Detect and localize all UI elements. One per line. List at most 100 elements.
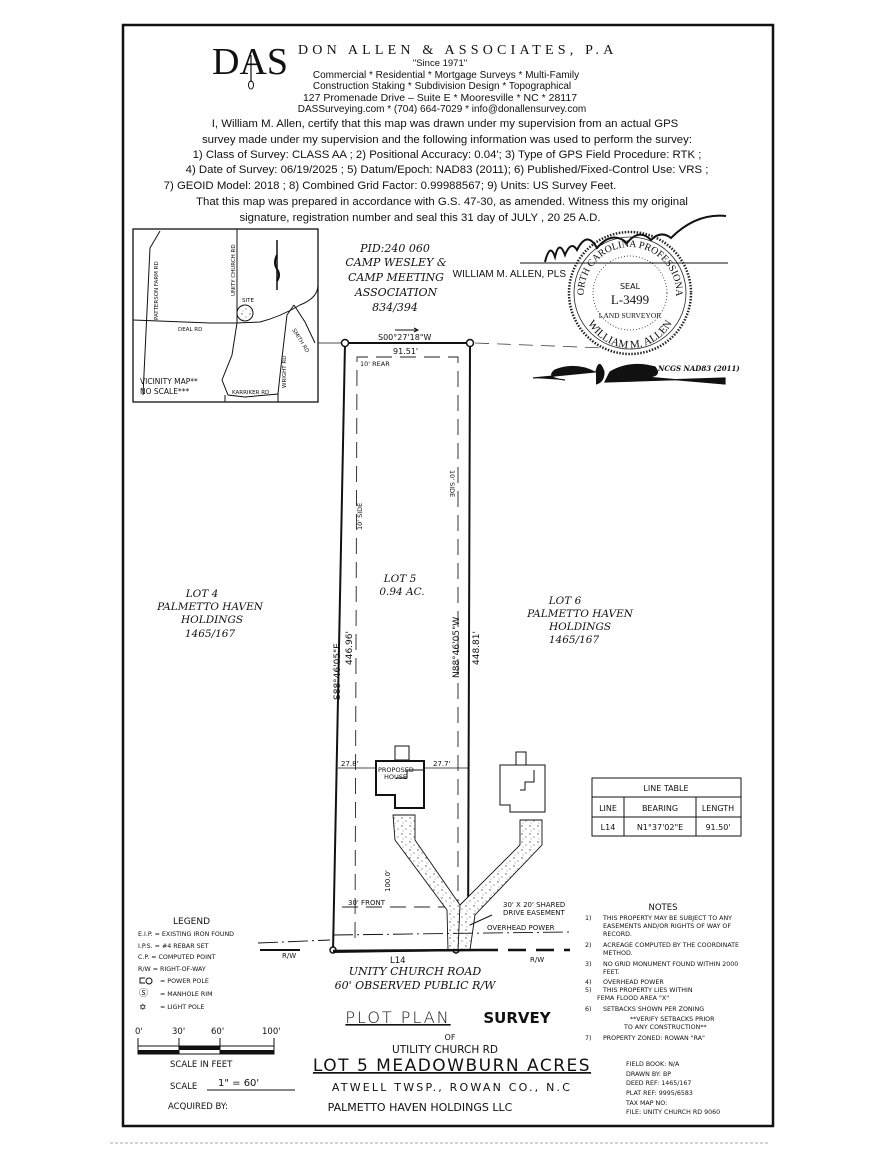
light-pole-icon: ✡ xyxy=(139,1003,147,1013)
cert-line: 4) Date of Survey: 06/19/2025 ; 5) Datum… xyxy=(186,164,709,176)
lot-5-parcel: S00°27'18"W 91.51' 10' REAR 10' SIDE 10'… xyxy=(156,327,634,954)
road-label: UNITY CHURCH RD xyxy=(231,244,237,296)
title-survey: SURVEY xyxy=(483,1009,551,1027)
north-arrow-label: NCGS NAD83 (2011) xyxy=(657,364,740,373)
site-marker-icon xyxy=(236,304,254,322)
overhead-power-label: OVERHEAD POWER xyxy=(487,924,555,932)
line-table-title: LINE TABLE xyxy=(643,784,688,793)
legend-item: E.I.P. = EXISTING IRON FOUND xyxy=(138,931,234,938)
house-label: HOUSE xyxy=(384,773,407,781)
cert-line: survey made under my supervision and the… xyxy=(202,134,692,146)
title-acquired-by: PALMETTO HAVEN HOLDINGS LLC xyxy=(328,1101,513,1114)
note-text: THIS PROPERTY MAY BE SUBJECT TO ANY xyxy=(602,915,732,922)
title-block: PLOT PLAN SURVEY OF UTILITY CHURCH RD LO… xyxy=(313,1008,591,1114)
field-book: FIELD BOOK: N/A xyxy=(626,1061,680,1068)
title-subdivision: LOT 5 MEADOWBURN ACRES xyxy=(313,1056,591,1076)
top-distance: 91.51' xyxy=(393,347,418,356)
road-label: PATTERSON FARM RD xyxy=(154,261,160,320)
road-label: WRIGHT RD xyxy=(282,356,288,388)
legend-item: C.P. = COMPUTED POINT xyxy=(138,954,216,961)
lot4-label: LOT 4 xyxy=(185,588,219,600)
neighbor-house xyxy=(499,764,546,813)
frontage-line-label: L14 xyxy=(390,956,406,966)
legend-item: R/W = RIGHT-OF-WAY xyxy=(138,966,206,973)
legend-item: = MANHOLE RIM xyxy=(160,991,213,998)
title-of: OF xyxy=(445,1033,456,1042)
scale-label: SCALE xyxy=(170,1082,197,1092)
power-pole-icon xyxy=(139,977,153,985)
acquired-label: ACQUIRED BY: xyxy=(168,1102,228,1112)
easement-label: DRIVE EASEMENT xyxy=(503,909,566,917)
company-address: 127 Promenade Drive – Suite E * Mooresvi… xyxy=(303,92,577,104)
note-number: 3) xyxy=(585,961,591,968)
certification: I, William M. Allen, certify that this m… xyxy=(164,118,709,224)
note-number: 1) xyxy=(585,915,591,922)
note-number: 2) xyxy=(585,942,591,949)
note-number: 7) xyxy=(585,1035,591,1042)
plat-ref: PLAT REF: 9995/6583 xyxy=(626,1090,693,1097)
road-frontage: R/W R/W L14 30' X 20' SHARED DRIVE EASEM… xyxy=(257,901,571,992)
seal-number: L-3499 xyxy=(611,292,649,307)
proposed-house: PROPOSED HOUSE xyxy=(375,745,546,951)
line-table: LINE TABLE LINE BEARING LENGTH L14 N1°37… xyxy=(591,777,742,837)
cert-line: 7) GEOID Model: 2018 ; 8) Combined Grid … xyxy=(164,180,617,192)
house-label: PROPOSED xyxy=(378,766,414,774)
lot5-area: 0.94 AC. xyxy=(379,586,424,598)
lot6-label: 1465/167 xyxy=(549,634,600,646)
adjoiner-deed: 834/394 xyxy=(372,301,418,314)
lot6-label: LOT 6 xyxy=(548,595,582,607)
note-text: FEMA FLOOD AREA "X" xyxy=(597,995,669,1002)
notes: NOTES 1) THIS PROPERTY MAY BE SUBJECT TO… xyxy=(585,903,739,1042)
line-table-header: BEARING xyxy=(642,804,678,813)
company-services-1: Commercial * Residential * Mortgage Surv… xyxy=(313,70,579,81)
lot4-label: HOLDINGS xyxy=(180,614,243,626)
note-text: ACREAGE COMPUTED BY THE COORDINATE xyxy=(603,942,739,949)
top-bearing: S00°27'18"W xyxy=(378,333,431,342)
legend-item: I.P.S. = #4 REBAR SET xyxy=(138,943,209,950)
cert-line: That this map was prepared in accordance… xyxy=(196,196,688,208)
adjoiner-name: CAMP MEETING xyxy=(348,271,444,284)
drawn-by: DRAWN BY: BP xyxy=(626,1071,671,1078)
plumb-bob-icon xyxy=(248,80,254,90)
right-bearing: N88°46'05"W xyxy=(452,617,462,678)
surveyor-seal xyxy=(567,230,693,356)
note-text: SETBACKS SHOWN PER ZONING xyxy=(603,1006,704,1013)
note-text: **VERIFY SETBACKS PRIOR xyxy=(630,1016,715,1023)
rw-label: R/W xyxy=(282,952,296,960)
lot6-label: PALMETTO HAVEN xyxy=(526,608,634,620)
note-text: RECORD. xyxy=(603,931,632,938)
setback-line xyxy=(354,356,459,939)
cert-line: I, William M. Allen, certify that this m… xyxy=(212,118,679,130)
file-name: FILE: UNITY CHURCH RD 9060 xyxy=(626,1109,720,1116)
scale-tick: 30' xyxy=(172,1027,185,1037)
north-arrow-scroll-icon xyxy=(532,363,726,385)
right-distance: 448.81' xyxy=(472,631,482,665)
note-text: METHOD. xyxy=(603,950,633,957)
company-services-2: Construction Staking * Subdivision Desig… xyxy=(313,81,571,92)
sheet-border xyxy=(121,23,775,1128)
note-text: THIS PROPERTY LIES WITHIN xyxy=(602,987,693,994)
note-text: PROPERTY ZONED: ROWAN "RA" xyxy=(603,1035,705,1042)
title-plot-plan: PLOT PLAN xyxy=(345,1008,450,1027)
road-rw: 60' OBSERVED PUBLIC R/W xyxy=(335,979,497,992)
easement-label: 30' X 20' SHARED xyxy=(503,901,565,909)
tax-map: TAX MAP NO: xyxy=(625,1100,667,1107)
lot6-label: HOLDINGS xyxy=(548,621,611,633)
company-header: DAS DON ALLEN & ASSOCIATES, P.A "Since 1… xyxy=(212,41,613,115)
legend-item: = POWER POLE xyxy=(160,978,209,985)
direction-arrow-icon xyxy=(395,327,420,333)
line-table-cell: 91.50' xyxy=(705,823,730,832)
note-number: 5) xyxy=(585,987,591,994)
line-table-cell: L14 xyxy=(601,823,616,832)
dist-front: 100.0' xyxy=(384,870,392,892)
note-number: 4) xyxy=(585,979,591,986)
company-contact: DASSurveying.com * (704) 664-7029 * info… xyxy=(298,104,586,115)
line-table-cell: N1°37'02"E xyxy=(637,823,683,832)
lot4-label: 1465/167 xyxy=(185,628,236,640)
cert-line: signature, registration number and seal … xyxy=(239,212,600,224)
adjoiner-name: CAMP WESLEY & xyxy=(345,256,446,269)
vicinity-title: VICINITY MAP** xyxy=(140,377,198,386)
iron-found-icon xyxy=(465,338,475,348)
site-label: SITE xyxy=(242,298,254,304)
